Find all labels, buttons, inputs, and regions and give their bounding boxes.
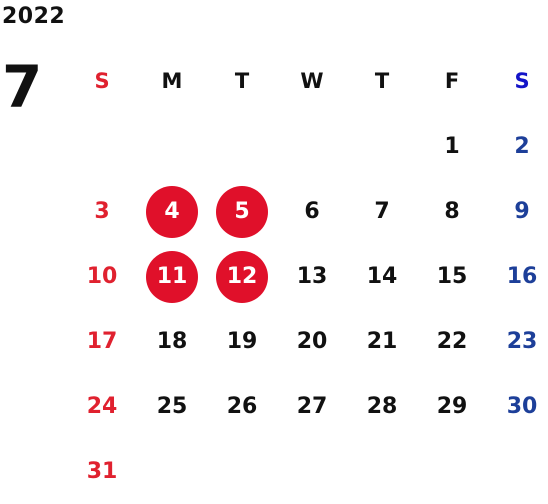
day-cell: 3 (94, 199, 110, 224)
day-cell: 28 (366, 394, 398, 419)
day-cell: 16 (506, 264, 538, 289)
weekday-header-friday: F (444, 69, 460, 93)
day-cell (207, 114, 277, 179)
day-cell (137, 439, 207, 504)
day-cell (67, 114, 137, 179)
month-number: 7 (2, 53, 43, 121)
day-cell (207, 439, 277, 504)
year-label: 2022 (2, 4, 66, 29)
day-cell: 8 (444, 199, 460, 224)
day-cell (347, 439, 417, 504)
day-cell: 7 (374, 199, 390, 224)
day-cell: 13 (296, 264, 328, 289)
day-cell: 15 (436, 264, 468, 289)
day-cell: 20 (296, 329, 328, 354)
day-cell: 26 (226, 394, 258, 419)
weekday-header-tuesday: T (234, 69, 250, 93)
day-cell: 18 (156, 329, 188, 354)
day-cell: 27 (296, 394, 328, 419)
day-cell (347, 114, 417, 179)
weekday-header-saturday: S (514, 69, 530, 93)
day-cell: 2 (514, 134, 530, 159)
calendar-grid: S M T W T F S 1 2 3 4 5 6 7 8 9 10 11 12… (67, 48, 548, 504)
day-cell: 17 (86, 329, 118, 354)
highlighted-day-cell: 5 (207, 179, 277, 244)
weekday-header-thursday: T (374, 69, 390, 93)
weekday-header-sunday: S (94, 69, 110, 93)
highlighted-day-cell: 11 (137, 244, 207, 309)
day-cell: 1 (444, 134, 460, 159)
highlighted-day-cell: 12 (207, 244, 277, 309)
day-cell: 31 (86, 459, 118, 484)
day-cell: 23 (506, 329, 538, 354)
day-cell: 29 (436, 394, 468, 419)
day-cell: 9 (514, 199, 530, 224)
day-cell (417, 439, 487, 504)
weekday-header-monday: M (161, 69, 183, 93)
highlighted-day-cell: 4 (137, 179, 207, 244)
day-cell: 14 (366, 264, 398, 289)
day-cell (137, 114, 207, 179)
day-cell: 30 (506, 394, 538, 419)
day-cell: 10 (86, 264, 118, 289)
day-cell: 25 (156, 394, 188, 419)
day-cell: 24 (86, 394, 118, 419)
day-cell (277, 439, 347, 504)
day-cell: 6 (304, 199, 320, 224)
day-cell: 21 (366, 329, 398, 354)
day-cell: 19 (226, 329, 258, 354)
day-cell (277, 114, 347, 179)
day-cell (487, 439, 548, 504)
day-cell: 22 (436, 329, 468, 354)
weekday-header-wednesday: W (300, 69, 324, 93)
